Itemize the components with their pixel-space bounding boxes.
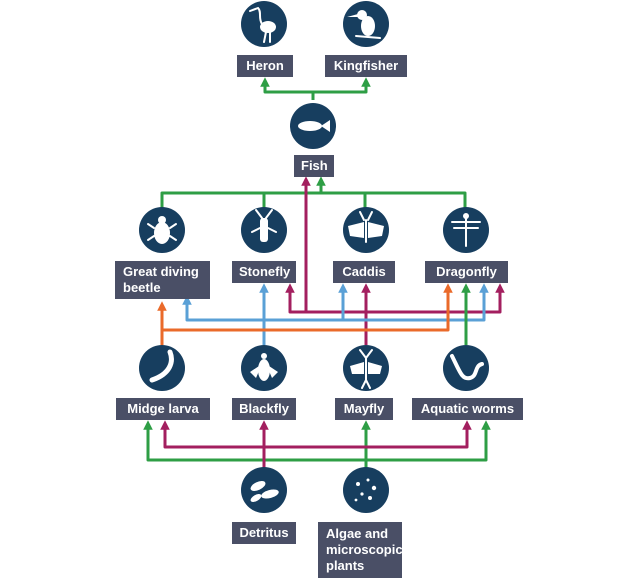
midge-larva-icon <box>139 345 185 391</box>
label-aquatic-worms: Aquatic worms <box>412 398 523 420</box>
arrow-blackfly-to-caddis <box>264 283 348 322</box>
algae-icon <box>343 467 389 513</box>
arrow-fish-to-heron <box>260 77 315 100</box>
arrow-blackfly-to-dragonfly <box>343 283 489 322</box>
kingfisher-icon <box>343 1 389 47</box>
mayfly-icon <box>343 345 389 391</box>
arrow-algae-to-worms <box>366 420 491 462</box>
arrow-blackfly-to-beetle <box>182 295 264 322</box>
label-algae-and-microscopic-plants: Algae and microscopic plants <box>318 522 403 578</box>
label-great-diving-beetle: Great diving beetle <box>115 261 210 299</box>
blackfly-icon <box>241 345 287 391</box>
arrow-detritus-to-midge-and-worms <box>160 420 266 468</box>
worm-icon <box>443 345 489 391</box>
label-midge-larva: Midge larva <box>116 398 210 420</box>
label-kingfisher: Kingfisher <box>325 55 407 77</box>
stonefly-icon <box>241 207 287 253</box>
beetle-icon <box>139 207 185 253</box>
arrow-mid-row-to-fish <box>160 191 467 208</box>
detritus-icon <box>241 467 287 513</box>
arrow-fish-to-kingfisher <box>313 77 371 94</box>
arrow-detritus-to-worms <box>264 420 472 449</box>
label-stonefly: Stonefly <box>232 261 296 283</box>
caddis-icon <box>343 207 389 253</box>
label-caddis: Caddis <box>333 261 395 283</box>
label-blackfly: Blackfly <box>232 398 296 420</box>
label-heron: Heron <box>237 55 293 77</box>
arrow-to-stonefly-magenta <box>285 283 306 314</box>
label-detritus: Detritus <box>232 522 296 544</box>
arrow-to-dragonfly-magenta <box>306 283 505 314</box>
label-fish: Fish <box>294 155 334 177</box>
heron-icon <box>241 1 287 47</box>
arrow-midge-to-dragonfly <box>162 283 453 332</box>
dragonfly-icon <box>443 207 489 253</box>
label-dragonfly: Dragonfly <box>425 261 508 283</box>
fish-icon <box>290 103 336 149</box>
label-mayfly: Mayfly <box>335 398 393 420</box>
